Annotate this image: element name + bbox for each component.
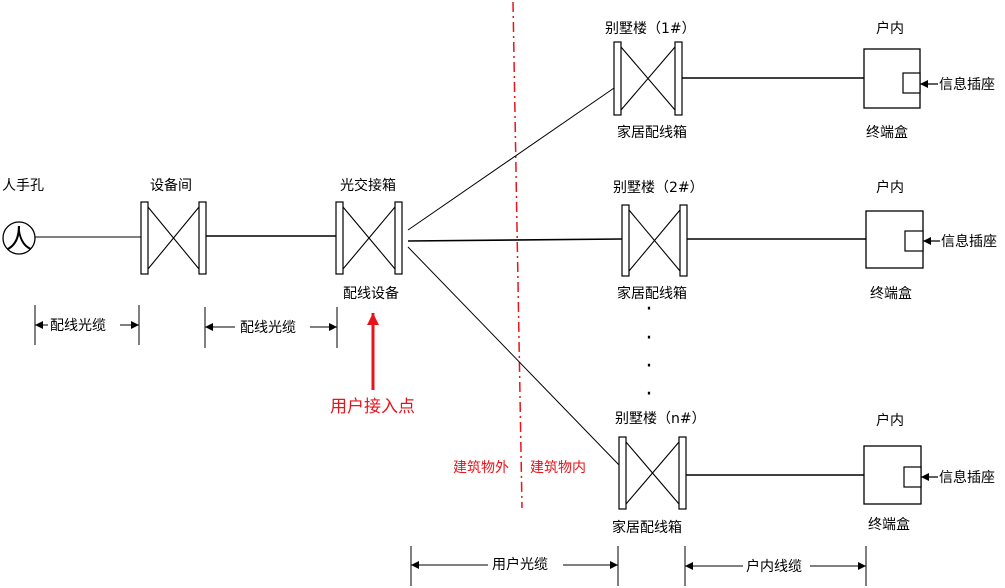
span-indoor-cable: 户内线缆 <box>684 546 867 586</box>
ellipsis-dot: · <box>646 297 653 322</box>
villa-n-box-right-bar <box>678 436 687 510</box>
span-user-cable: 用户光缆 <box>410 546 619 586</box>
feed-line-villa-2 <box>407 238 623 242</box>
villa-2-label: 别墅楼（2#） <box>613 180 704 196</box>
span-3-label: 用户光缆 <box>492 556 548 573</box>
equipment-room-label: 设备间 <box>150 177 192 194</box>
villa-n-label: 别墅楼（n#） <box>615 411 706 427</box>
villa-n-socket-label: 信息插座 <box>939 469 995 486</box>
villa-2-indoor-label: 户内 <box>876 179 904 196</box>
feed-line-villa-n <box>407 246 621 467</box>
villa-n-indoor-label: 户内 <box>876 412 904 429</box>
villa-1-socket-port <box>902 72 921 94</box>
villa-n-terminal-label: 终端盒 <box>868 516 910 533</box>
span-2-label: 配线光缆 <box>240 320 296 336</box>
villa-n-group: 别墅楼（n#） 家居配线箱 户内 信息插座 终端盒 <box>612 411 995 536</box>
equipment-room-cross-b <box>147 206 200 270</box>
cross-box-node: 光交接箱 配线设备 <box>335 177 403 302</box>
villa-1-box-right-bar <box>674 41 683 116</box>
villa-n-box-left-bar <box>618 436 627 510</box>
span-4-label: 户内线缆 <box>746 558 802 575</box>
cross-box-label: 光交接箱 <box>340 177 396 194</box>
villa-2-socket-port <box>904 230 924 252</box>
cross-box-cross-b <box>342 206 396 270</box>
villa-ellipsis: · · · · <box>646 297 653 407</box>
feed-line-villa-1 <box>407 85 618 231</box>
villa-2-box-left-bar <box>621 204 630 277</box>
villa-1-label: 别墅楼（1#） <box>605 21 696 37</box>
villa-1-group: 别墅楼（1#） 家居配线箱 户内 信息插座 终端盒 <box>605 20 995 141</box>
villa-n-box-label: 家居配线箱 <box>612 519 682 536</box>
ellipsis-dot: · <box>646 382 653 407</box>
span-distribution-cable-2: 配线光缆 <box>204 307 338 348</box>
villa-1-box-cross-b <box>620 46 676 111</box>
span-1-label: 配线光缆 <box>50 318 106 334</box>
villa-2-terminal-label: 终端盒 <box>870 285 912 302</box>
building-boundary-line <box>512 1 523 509</box>
equipment-room-node: 设备间 <box>140 177 207 275</box>
equipment-room-left-bar <box>140 201 149 275</box>
user-access-point: 用户接入点 <box>330 313 415 417</box>
user-access-point-label: 用户接入点 <box>330 397 415 417</box>
villa-n-box-cross-b <box>625 441 680 505</box>
manhole-node: 人 人手孔 <box>2 178 44 255</box>
cross-box-left-bar <box>335 201 344 275</box>
villa-2-box-cross-b <box>628 209 681 272</box>
villa-1-socket-label: 信息插座 <box>939 76 995 93</box>
distribution-device-label: 配线设备 <box>343 285 399 302</box>
manhole-symbol-glyph: 人 <box>6 225 32 255</box>
outside-building-label: 建筑物外 <box>453 460 509 476</box>
manhole-symbol-circle <box>2 221 36 255</box>
villa-1-terminal-label: 终端盒 <box>866 124 908 141</box>
villa-2-socket-label: 信息插座 <box>941 233 997 250</box>
villa-1-box-label: 家居配线箱 <box>617 124 687 141</box>
ellipsis-dot: · <box>646 326 653 351</box>
manhole-label: 人手孔 <box>2 178 44 194</box>
villa-2-box-label: 家居配线箱 <box>617 285 687 302</box>
villa-1-box-left-bar <box>613 41 622 116</box>
span-distribution-cable-1: 配线光缆 <box>34 305 140 345</box>
villa-n-socket-port <box>903 466 922 488</box>
cross-box-right-bar <box>394 201 403 275</box>
villa-1-indoor-label: 户内 <box>876 20 904 37</box>
villa-2-group: 别墅楼（2#） 家居配线箱 户内 信息插座 终端盒 <box>613 179 997 302</box>
equipment-room-right-bar <box>198 201 207 275</box>
inside-building-label: 建筑物内 <box>530 460 586 476</box>
villa-2-box-right-bar <box>679 204 688 277</box>
ellipsis-dot: · <box>646 354 653 379</box>
